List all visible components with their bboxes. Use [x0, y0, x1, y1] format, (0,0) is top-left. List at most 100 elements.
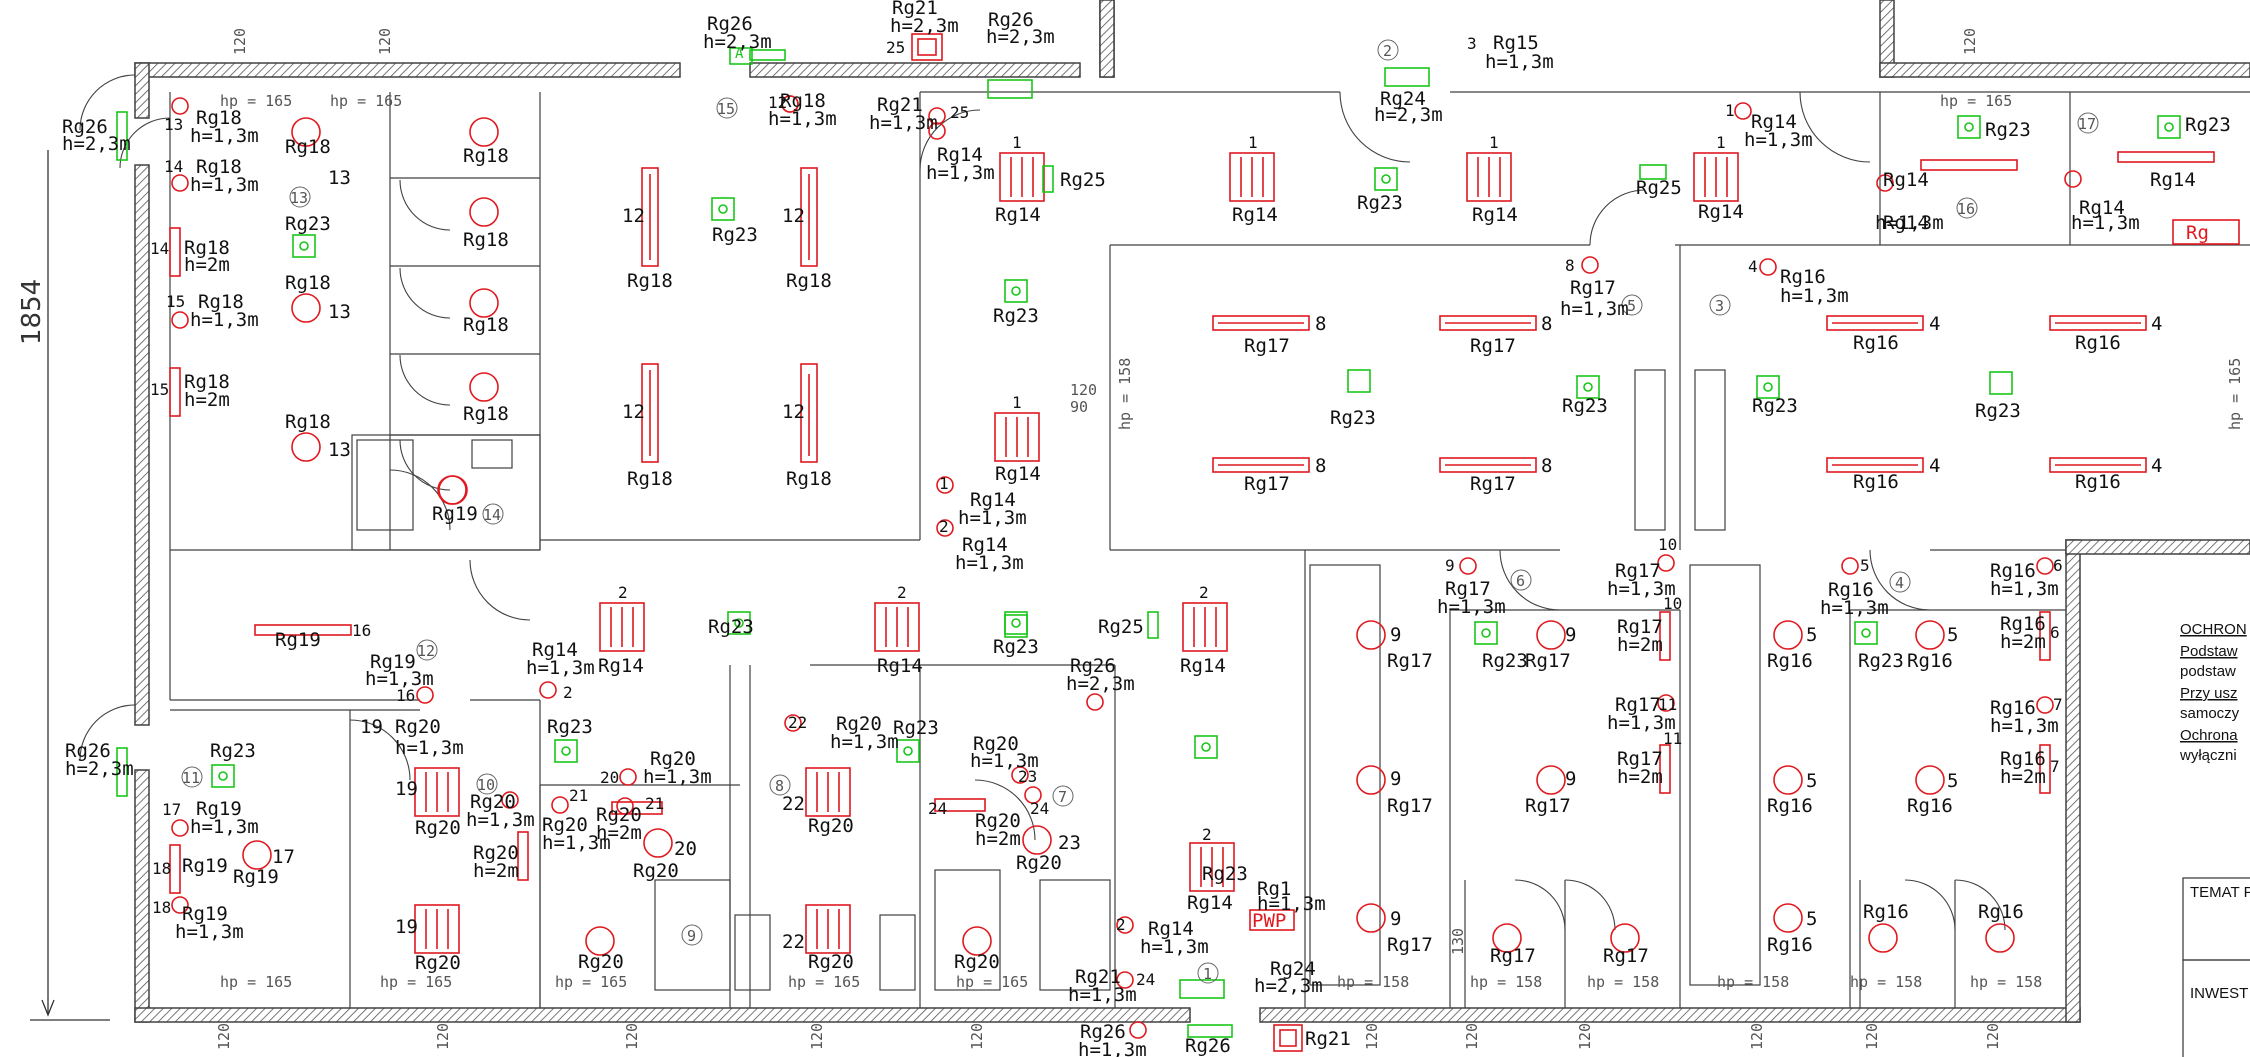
exterior-walls: [134, 0, 2250, 1023]
svg-text:1: 1: [939, 474, 949, 493]
svg-text:h=2,3m: h=2,3m: [1374, 104, 1443, 126]
svg-text:Rg23: Rg23: [1858, 650, 1904, 672]
svg-text:14: 14: [483, 506, 501, 524]
svg-text:120: 120: [1961, 28, 1979, 55]
svg-text:h=1,3m: h=1,3m: [1140, 936, 1209, 958]
room-numbers: 1 2 3 4 5 6 7 8 9 10 11 12 13 14 15 16 1…: [181, 39, 2099, 984]
svg-text:16: 16: [352, 621, 371, 640]
svg-text:120: 120: [1576, 1023, 1594, 1050]
svg-text:13: 13: [164, 115, 183, 134]
dimension-value: 1854: [17, 279, 47, 345]
svg-text:Rg26: Rg26: [1070, 655, 1116, 677]
svg-text:Rg14: Rg14: [1180, 655, 1226, 677]
title-block-investor: INWEST: [2190, 985, 2248, 1002]
svg-text:5: 5: [1806, 624, 1817, 646]
svg-text:Rg19: Rg19: [196, 798, 242, 820]
svg-text:8: 8: [1315, 313, 1326, 335]
svg-text:19: 19: [360, 716, 383, 738]
svg-text:Rg17: Rg17: [1490, 945, 1536, 967]
svg-text:Rg14: Rg14: [877, 655, 923, 677]
svg-text:120: 120: [968, 1023, 986, 1050]
svg-text:Rg19: Rg19: [432, 503, 478, 525]
svg-text:Rg19: Rg19: [275, 629, 321, 651]
svg-text:9: 9: [1445, 556, 1455, 575]
svg-text:4: 4: [1895, 574, 1904, 592]
svg-text:Rg14: Rg14: [1187, 892, 1233, 914]
svg-text:Rg16: Rg16: [1978, 901, 2024, 923]
svg-text:Rg26: Rg26: [988, 9, 1034, 31]
svg-text:h=1,3m: h=1,3m: [955, 552, 1024, 574]
svg-text:Rg23: Rg23: [1357, 192, 1403, 214]
svg-text:1: 1: [1012, 393, 1022, 412]
svg-text:15: 15: [166, 292, 185, 311]
radiator: [414, 767, 460, 817]
svg-text:10: 10: [1663, 594, 1682, 613]
radiator: [999, 152, 1045, 202]
svg-text:3: 3: [1467, 34, 1477, 53]
interior-walls: [169, 91, 2250, 1008]
radiator: [805, 767, 851, 817]
svg-text:h=1,3m: h=1,3m: [926, 162, 995, 184]
svg-text:Rg15: Rg15: [1493, 32, 1539, 54]
svg-text:Rg16: Rg16: [1853, 471, 1899, 493]
svg-text:Rg20: Rg20: [596, 804, 642, 826]
svg-text:Rg21: Rg21: [892, 0, 938, 19]
svg-text:Rg18: Rg18: [463, 145, 509, 167]
svg-text:22: 22: [782, 931, 805, 953]
svg-text:Rg17: Rg17: [1570, 277, 1616, 299]
svg-text:Rg25: Rg25: [1060, 169, 1106, 191]
svg-text:A: A: [735, 46, 744, 62]
doors: [79, 74, 2006, 931]
svg-text:Rg20: Rg20: [415, 952, 461, 974]
svg-text:Rg23: Rg23: [1975, 400, 2021, 422]
rg-box-label: Rg: [2186, 222, 2209, 244]
svg-text:2: 2: [1383, 42, 1392, 60]
svg-text:Rg19: Rg19: [182, 903, 228, 925]
svg-text:6: 6: [1516, 572, 1525, 590]
svg-text:Rg14: Rg14: [1883, 169, 1929, 191]
svg-text:Rg16: Rg16: [1780, 266, 1826, 288]
svg-text:Rg23: Rg23: [210, 740, 256, 762]
svg-text:6: 6: [2050, 623, 2060, 642]
svg-text:Rg16: Rg16: [1767, 650, 1813, 672]
svg-text:Rg23: Rg23: [893, 717, 939, 739]
svg-text:18: 18: [152, 898, 171, 917]
svg-text:Rg23: Rg23: [993, 636, 1039, 658]
svg-text:Rg14: Rg14: [970, 489, 1016, 511]
svg-text:Rg14: Rg14: [995, 204, 1041, 226]
svg-text:h=2m: h=2m: [596, 822, 642, 844]
svg-text:Rg23: Rg23: [547, 716, 593, 738]
svg-text:4: 4: [1748, 257, 1758, 276]
svg-text:Rg26: Rg26: [62, 116, 108, 138]
svg-text:Rg17: Rg17: [1387, 795, 1433, 817]
svg-text:Rg23: Rg23: [1752, 395, 1798, 417]
pwp-label: PWP: [1252, 910, 1286, 932]
svg-text:hp = 165: hp = 165: [788, 973, 860, 991]
svg-text:18: 18: [152, 859, 171, 878]
svg-text:9: 9: [1390, 908, 1401, 930]
svg-text:21: 21: [569, 786, 588, 805]
svg-text:6: 6: [2053, 556, 2063, 575]
svg-text:Rg17: Rg17: [1603, 945, 1649, 967]
svg-text:Rg14: Rg14: [2079, 197, 2125, 219]
svg-text:Rg16: Rg16: [1767, 795, 1813, 817]
svg-text:Rg14: Rg14: [937, 144, 983, 166]
svg-text:Rg14: Rg14: [962, 534, 1008, 556]
svg-text:12: 12: [782, 401, 805, 423]
svg-text:Rg20: Rg20: [470, 791, 516, 813]
svg-text:h=1,3m: h=1,3m: [2071, 212, 2140, 234]
svg-text:7: 7: [2053, 695, 2063, 714]
svg-text:12: 12: [768, 93, 787, 112]
svg-text:Rg17: Rg17: [1525, 650, 1571, 672]
svg-text:4: 4: [1929, 313, 1940, 335]
svg-text:Rg26: Rg26: [65, 740, 111, 762]
svg-text:h=1,3m: h=1,3m: [395, 737, 464, 759]
svg-text:4: 4: [2151, 313, 2162, 335]
svg-text:h=2,3m: h=2,3m: [703, 31, 772, 53]
svg-text:hp = 165: hp = 165: [380, 973, 452, 991]
svg-text:Rg14: Rg14: [532, 639, 578, 661]
svg-text:Rg17: Rg17: [1387, 650, 1433, 672]
svg-text:Rg20: Rg20: [954, 951, 1000, 973]
svg-text:Rg20: Rg20: [808, 951, 854, 973]
svg-text:h=2,3m: h=2,3m: [1254, 975, 1323, 997]
